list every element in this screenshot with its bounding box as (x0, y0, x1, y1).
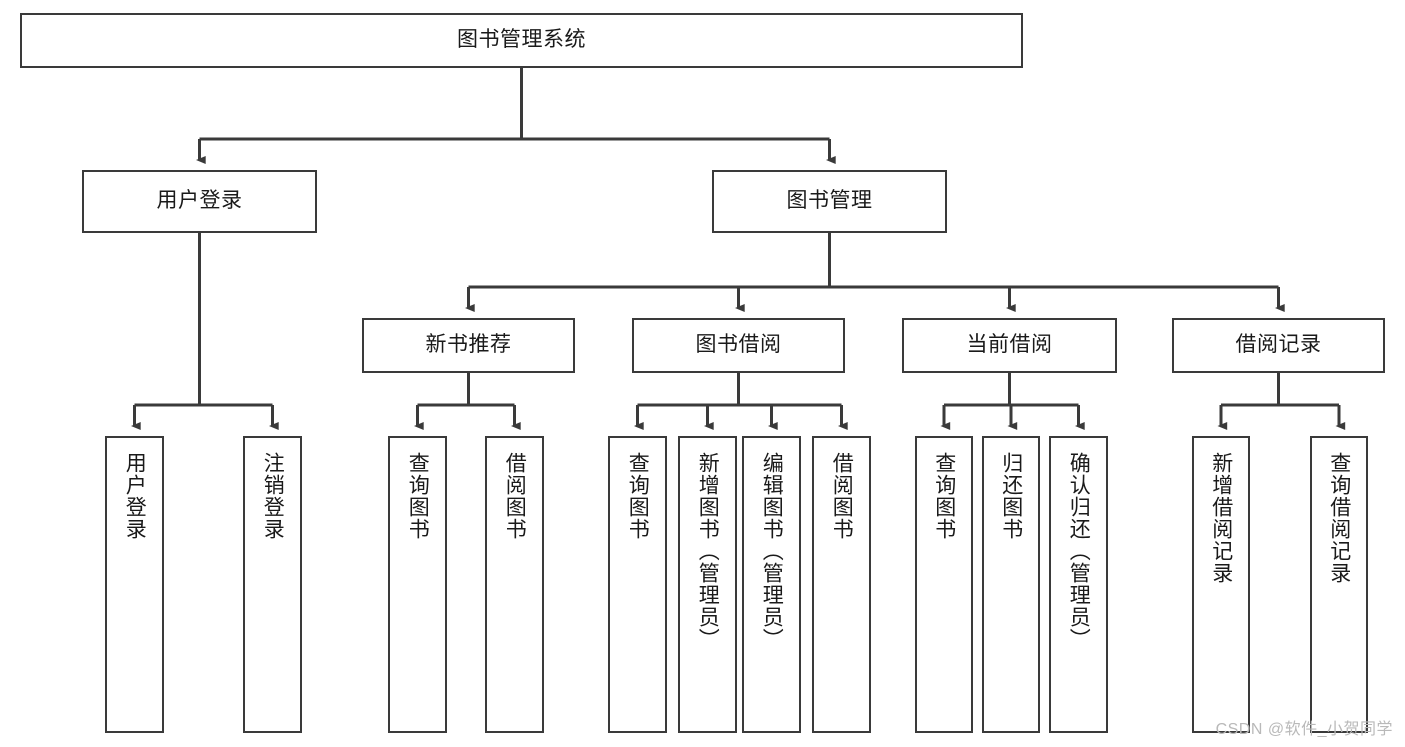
node-label: 编辑图书（管理员） (760, 452, 784, 650)
node-label: 借阅图书 (503, 452, 527, 540)
node-label: 当前借阅 (966, 333, 1053, 357)
node-label: 借阅记录 (1235, 333, 1322, 357)
node-label: 图书借阅 (695, 333, 782, 357)
node-leaf-return-book[interactable]: 归还图书 (982, 436, 1040, 733)
node-leaf-edit-book[interactable]: 编辑图书（管理员） (742, 436, 801, 733)
node-leaf-logout[interactable]: 注销登录 (243, 436, 302, 733)
node-label: 用户登录 (156, 189, 243, 213)
node-label: 查询图书 (932, 452, 956, 540)
node-label: 新增借阅记录 (1209, 452, 1233, 584)
node-label: 确认归还（管理员） (1067, 452, 1091, 650)
node-leaf-query-book-2[interactable]: 查询图书 (608, 436, 667, 733)
node-borrow-record[interactable]: 借阅记录 (1172, 318, 1385, 373)
node-leaf-query-record[interactable]: 查询借阅记录 (1310, 436, 1368, 733)
node-leaf-add-record[interactable]: 新增借阅记录 (1192, 436, 1250, 733)
node-book-manage[interactable]: 图书管理 (712, 170, 947, 233)
node-leaf-borrow-book-2[interactable]: 借阅图书 (812, 436, 871, 733)
node-leaf-query-book-1[interactable]: 查询图书 (388, 436, 447, 733)
csdn-watermark: CSDN @软件_小贺同学 (1215, 721, 1393, 738)
node-leaf-add-book[interactable]: 新增图书（管理员） (678, 436, 737, 733)
node-leaf-query-book-3[interactable]: 查询图书 (915, 436, 973, 733)
node-root[interactable]: 图书管理系统 (20, 13, 1023, 68)
node-label: 查询图书 (626, 452, 650, 540)
node-label: 查询借阅记录 (1327, 452, 1351, 584)
node-label: 新书推荐 (425, 333, 512, 357)
node-book-borrow[interactable]: 图书借阅 (632, 318, 845, 373)
node-label: 图书管理 (786, 189, 873, 213)
node-new-book-rec[interactable]: 新书推荐 (362, 318, 575, 373)
node-leaf-borrow-book-1[interactable]: 借阅图书 (485, 436, 544, 733)
node-label: 借阅图书 (830, 452, 854, 540)
node-label: 注销登录 (261, 452, 285, 540)
node-user-login[interactable]: 用户登录 (82, 170, 317, 233)
node-leaf-user-login[interactable]: 用户登录 (105, 436, 164, 733)
node-label: 图书管理系统 (457, 28, 586, 52)
node-current-borrow[interactable]: 当前借阅 (902, 318, 1117, 373)
node-leaf-confirm-return[interactable]: 确认归还（管理员） (1049, 436, 1108, 733)
node-label: 归还图书 (999, 452, 1023, 540)
node-label: 新增图书（管理员） (696, 452, 720, 650)
node-label: 用户登录 (123, 452, 147, 540)
node-label: 查询图书 (406, 452, 430, 540)
